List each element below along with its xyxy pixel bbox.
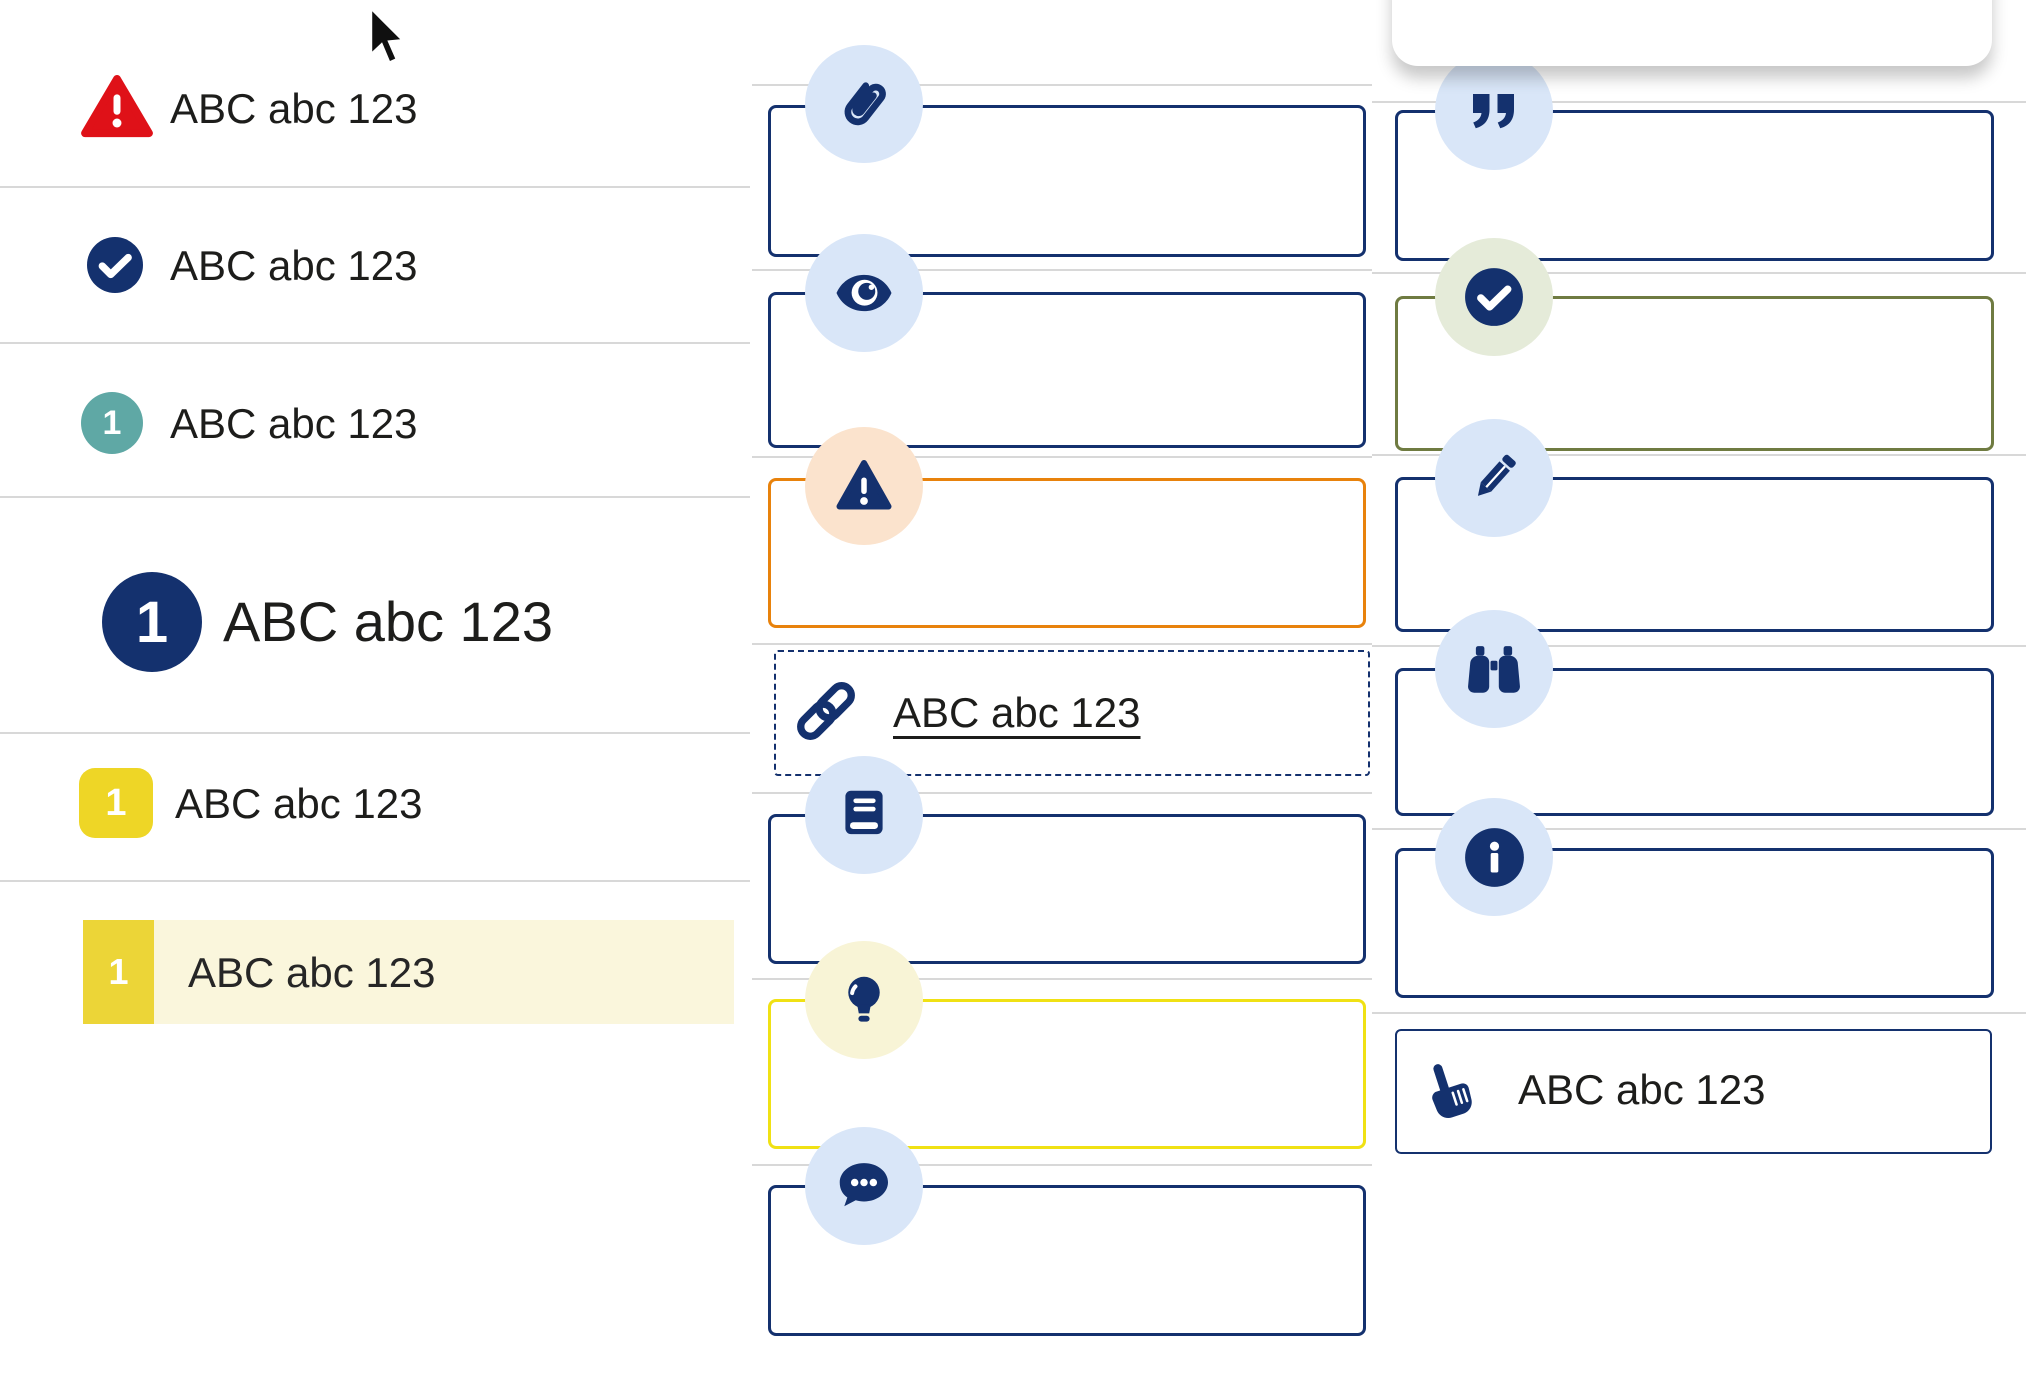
divider — [0, 732, 750, 734]
callout-attachment — [768, 105, 1366, 257]
quote-icon — [1435, 52, 1553, 170]
list-item-label-large[interactable]: ABC abc 123 — [223, 590, 553, 653]
callout-link — [774, 650, 1370, 776]
list-item-label[interactable]: ABC abc 123 — [170, 242, 418, 289]
list-item-label[interactable]: ABC abc 123 — [188, 949, 436, 996]
callout-explore — [1395, 668, 1994, 816]
badge-number: 1 — [105, 781, 127, 824]
check-circle-icon — [85, 235, 145, 295]
divider — [1372, 1012, 2026, 1014]
divider — [752, 1164, 1372, 1166]
pencil-icon — [1435, 419, 1553, 537]
callout-link-text[interactable]: ABC abc 123 — [893, 689, 1141, 736]
highlighted-list-item[interactable]: 1 — [83, 920, 734, 1024]
divider — [1372, 272, 2026, 274]
paperclip-icon — [805, 45, 923, 163]
yellow-number-square: 1 — [79, 768, 153, 838]
teal-number-circle: 1 — [81, 392, 143, 454]
divider — [0, 880, 750, 882]
mouse-pointer-icon — [366, 5, 408, 67]
badge-number: 1 — [102, 403, 122, 442]
divider — [752, 269, 1372, 271]
divider — [1372, 454, 2026, 456]
divider — [1372, 645, 2026, 647]
warning-triangle-icon — [805, 427, 923, 545]
badge-number: 1 — [108, 951, 129, 992]
hand-pointer-icon — [1419, 1058, 1483, 1122]
divider — [1372, 828, 2026, 830]
list-item-label[interactable]: ABC abc 123 — [170, 400, 418, 447]
chat-bubble-icon — [805, 1127, 923, 1245]
callout-action — [1395, 1029, 1992, 1154]
callout-label: ABC abc 123 — [1518, 1066, 1766, 1113]
yellow-number-bar: 1 — [83, 920, 154, 1024]
alert-triangle-icon — [80, 74, 154, 140]
check-circle-icon — [1435, 238, 1553, 356]
divider — [1372, 101, 2026, 103]
divider — [752, 978, 1372, 980]
divider — [752, 643, 1372, 645]
badge-number: 1 — [135, 589, 169, 655]
divider — [0, 186, 750, 188]
divider — [0, 496, 750, 498]
divider — [752, 84, 1372, 86]
divider — [752, 792, 1372, 794]
large-navy-number-circle: 1 — [102, 572, 202, 672]
link-icon — [792, 677, 860, 745]
info-circle-icon — [1435, 798, 1553, 916]
divider — [752, 456, 1372, 458]
eye-icon — [805, 234, 923, 352]
lightbulb-icon — [805, 941, 923, 1059]
scrolled-card-remnant — [1392, 0, 1992, 66]
list-item-label[interactable]: ABC abc 123 — [170, 85, 418, 132]
binoculars-icon — [1435, 610, 1553, 728]
book-icon — [805, 756, 923, 874]
list-item-label[interactable]: ABC abc 123 — [175, 780, 423, 827]
divider — [0, 342, 750, 344]
